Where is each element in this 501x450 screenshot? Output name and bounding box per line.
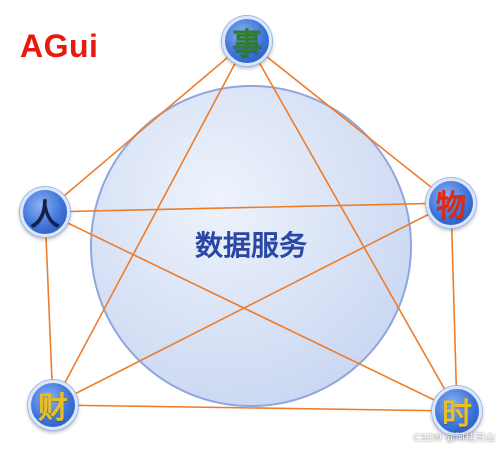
connector-shi_event-wu (246, 40, 452, 204)
node-cai[interactable]: 财 (28, 380, 78, 430)
connector-cai-ren (44, 211, 54, 406)
node-label-shi-time: 时 (442, 397, 472, 432)
connector-ren-shi_event (44, 40, 248, 213)
center-label: 数据服务 (194, 229, 307, 262)
node-ren[interactable]: 人 (20, 187, 70, 237)
node-shi-time[interactable]: 时 (432, 386, 482, 436)
brand-logo: AGui (20, 28, 99, 64)
node-shi-event[interactable]: 事 (222, 16, 272, 66)
connector-wu-shi_time (450, 202, 458, 412)
connector-shi_event-cai (52, 40, 248, 406)
connector-shi_time-cai (52, 404, 458, 412)
node-label-ren: 人 (30, 198, 60, 233)
connector-ren-shi_time (44, 211, 458, 412)
connector-wu-cai (52, 202, 452, 406)
connector-shi_event-shi_time (246, 40, 458, 412)
node-label-wu: 物 (436, 189, 466, 224)
node-wu[interactable]: 物 (426, 178, 476, 228)
node-label-cai: 财 (38, 391, 68, 426)
watermark: CSDN @阿桂天山 (413, 433, 495, 444)
connector-ren-wu (44, 202, 452, 213)
node-label-shi-event: 事 (232, 27, 262, 62)
connection-lines (44, 40, 458, 412)
data-service-circle (90, 85, 412, 407)
